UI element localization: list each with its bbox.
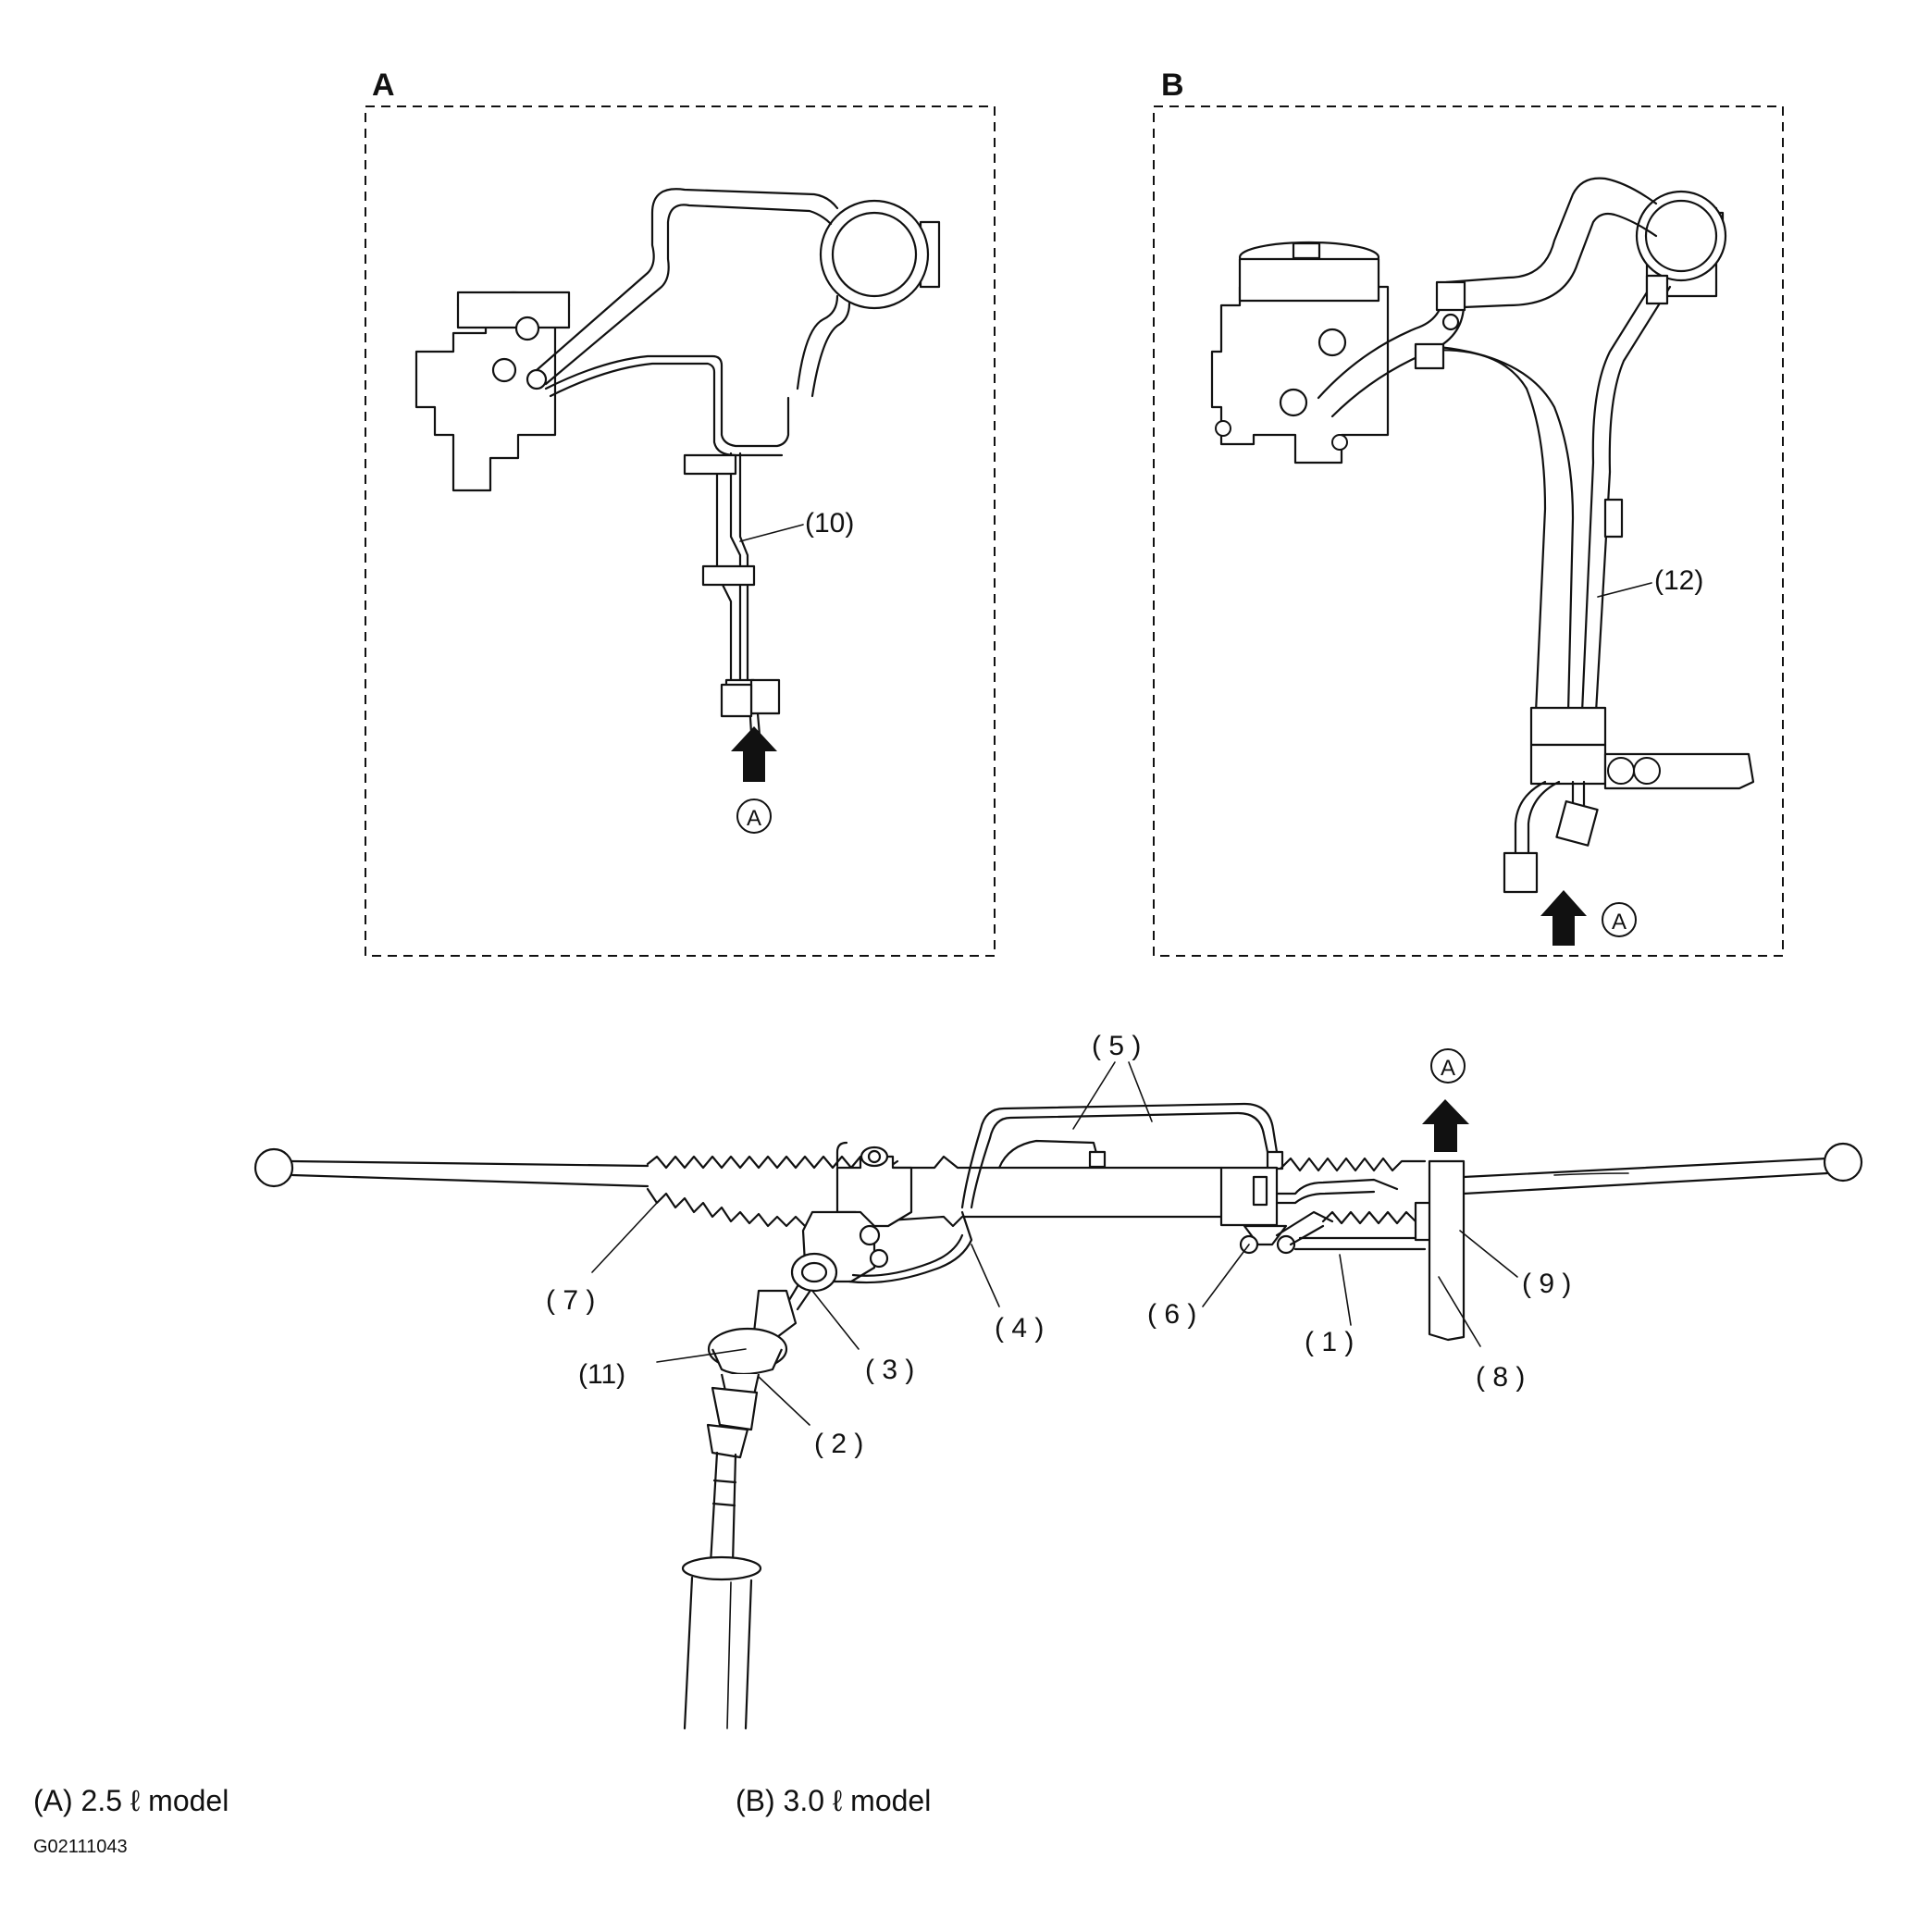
callout-11: (11): [578, 1359, 625, 1390]
callout-8: ( 8 ): [1476, 1362, 1525, 1393]
panel-b-arrow-label: A: [1612, 910, 1627, 935]
arrow-up-icon: [1422, 1099, 1469, 1152]
callout-9: ( 9 ): [1522, 1269, 1571, 1299]
pump-body-a: [414, 317, 557, 492]
callout-4: ( 4 ): [995, 1313, 1044, 1344]
panel-b: B (12): [1153, 68, 1784, 957]
bracket-8: [1428, 1159, 1466, 1342]
callout-5: ( 5 ): [1092, 1031, 1141, 1061]
arrow-up-icon: [731, 726, 777, 782]
legend-3-0-model: (B) 3.0 ℓ model: [736, 1784, 932, 1817]
callout-1: ( 1 ): [1305, 1327, 1354, 1357]
steering-rack: A ( 7 ) (11) ( 2 ) ( 3 ) ( 4 ) ( 5 ) ( 6…: [254, 1031, 1863, 1730]
panel-a: A (10): [365, 68, 996, 957]
callout-3: ( 3 ): [865, 1355, 914, 1385]
panel-b-title: B: [1161, 68, 1184, 103]
callout-7: ( 7 ): [546, 1285, 595, 1316]
panel-a-title: A: [372, 68, 395, 103]
arrow-up-icon: [1540, 890, 1587, 946]
circled-a-marker: [1602, 902, 1637, 937]
circled-a-marker: [1430, 1048, 1466, 1084]
callout-12: (12): [1654, 565, 1703, 596]
left-boot: [646, 1155, 899, 1170]
callout-6: ( 6 ): [1147, 1299, 1196, 1330]
callout-10: (10): [805, 508, 854, 539]
panel-a-arrow-label: A: [747, 806, 761, 831]
circled-a-marker: [736, 799, 772, 834]
panel-b-frame: [1153, 105, 1784, 957]
panel-a-frame: [365, 105, 996, 957]
legend-2-5-model: (A) 2.5 ℓ model: [33, 1784, 229, 1817]
callout-2: ( 2 ): [814, 1429, 863, 1459]
figure-code: G02111043: [33, 1837, 128, 1857]
rack-arrow-label: A: [1441, 1056, 1455, 1081]
pump-body-b: [1210, 285, 1390, 464]
